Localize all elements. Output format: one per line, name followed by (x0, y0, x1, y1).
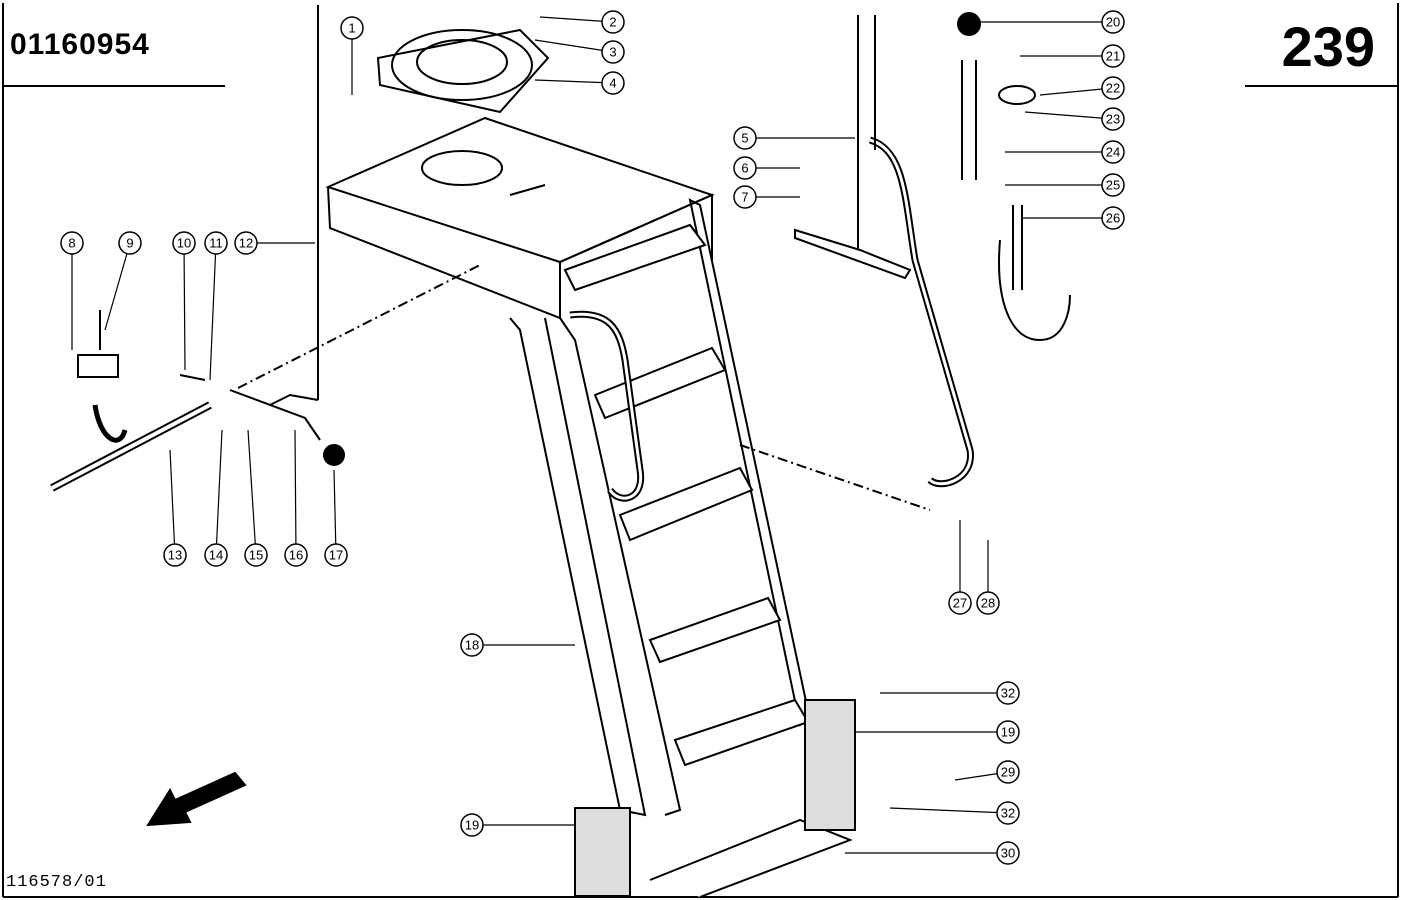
callout-number: 17 (329, 548, 343, 563)
callout-number: 26 (1106, 211, 1120, 226)
callout-number: 10 (177, 236, 191, 251)
callout-bubble (733, 156, 757, 180)
callout-number: 14 (209, 548, 223, 563)
callout-number: 19 (465, 818, 479, 833)
callout-bubble (601, 40, 625, 64)
page-number: 239 (1281, 15, 1375, 78)
callout-bubble (460, 633, 484, 657)
callout-number: 23 (1106, 112, 1120, 127)
callout-bubble (340, 16, 364, 40)
callout-bubble (118, 231, 142, 255)
callout-bubble (1101, 107, 1125, 131)
callout-bubble (996, 841, 1020, 865)
linkage-parts (50, 5, 1071, 827)
callout-number: 32 (1001, 686, 1015, 701)
callout-number: 20 (1106, 15, 1120, 30)
callout-leader (183, 242, 186, 371)
callout-number: 27 (953, 596, 967, 611)
callout-number: 5 (741, 131, 748, 146)
border (2, 3, 1399, 898)
callout-bubble (60, 231, 84, 255)
callout-number: 2 (609, 15, 616, 30)
callout-number: 13 (168, 548, 182, 563)
callout-number: 12 (239, 236, 253, 251)
callout-bubble (1101, 10, 1125, 34)
callout-leader (209, 242, 217, 381)
callout-bubble (1101, 44, 1125, 68)
callout-leader (534, 39, 614, 53)
callout-bubble (324, 543, 348, 567)
callout-number: 1 (348, 21, 355, 36)
callout-bubble (204, 231, 228, 255)
callout-bubble (1101, 76, 1125, 100)
callout-bubble (163, 543, 187, 567)
callout-bubble (234, 231, 258, 255)
callout-leader (104, 242, 131, 331)
callout-number: 29 (1001, 765, 1015, 780)
callout-bubble (460, 813, 484, 837)
callout-number: 19 (1001, 725, 1015, 740)
callout-bubble (996, 720, 1020, 744)
callout-bubble (284, 543, 308, 567)
callout-number: 8 (68, 236, 75, 251)
callout-number: 7 (741, 190, 748, 205)
callout-number: 9 (126, 236, 133, 251)
callout-number: 11 (209, 236, 223, 251)
callout-bubble (204, 543, 228, 567)
callout-leader (534, 79, 614, 84)
callout-number: 32 (1001, 806, 1015, 821)
callout-number: 22 (1106, 81, 1120, 96)
callout-number: 15 (249, 548, 263, 563)
callout-leader (215, 429, 223, 556)
callout-number: 16 (289, 548, 303, 563)
drawing-reference: 116578/01 (6, 873, 107, 892)
callout-number: 28 (981, 596, 995, 611)
callout-bubble (733, 185, 757, 209)
callout-number: 3 (609, 45, 616, 60)
callout-leader (333, 469, 337, 556)
callout-bubble (996, 681, 1020, 705)
callout-bubble (601, 71, 625, 95)
part-number: 01160954 (10, 28, 150, 61)
callout-bubble (976, 591, 1000, 615)
callout-leader (1024, 111, 1114, 120)
callout-leader (889, 807, 1009, 814)
callout-number: 21 (1106, 49, 1120, 64)
callout-leader (294, 429, 297, 556)
callout-leader (539, 16, 614, 23)
callout-bubble (948, 591, 972, 615)
callout-leader (1039, 87, 1114, 96)
callout-number: 24 (1106, 145, 1120, 160)
callout-leader (169, 449, 176, 556)
callout-bubble (244, 543, 268, 567)
callout-leader (247, 429, 257, 556)
ladder-assembly (325, 15, 974, 898)
callout-bubble (601, 10, 625, 34)
callout-bubble (996, 801, 1020, 825)
callout-number: 25 (1106, 178, 1120, 193)
callout-number: 18 (465, 638, 479, 653)
callout-number: 4 (609, 76, 616, 91)
callout-bubble (733, 126, 757, 150)
callout-bubble (996, 760, 1020, 784)
callout-bubble (1101, 140, 1125, 164)
callout-bubble (1101, 206, 1125, 230)
callout-number: 30 (1001, 846, 1015, 861)
callout-bubble (172, 231, 196, 255)
callout-bubble (1101, 173, 1125, 197)
callout-number: 6 (741, 161, 748, 176)
